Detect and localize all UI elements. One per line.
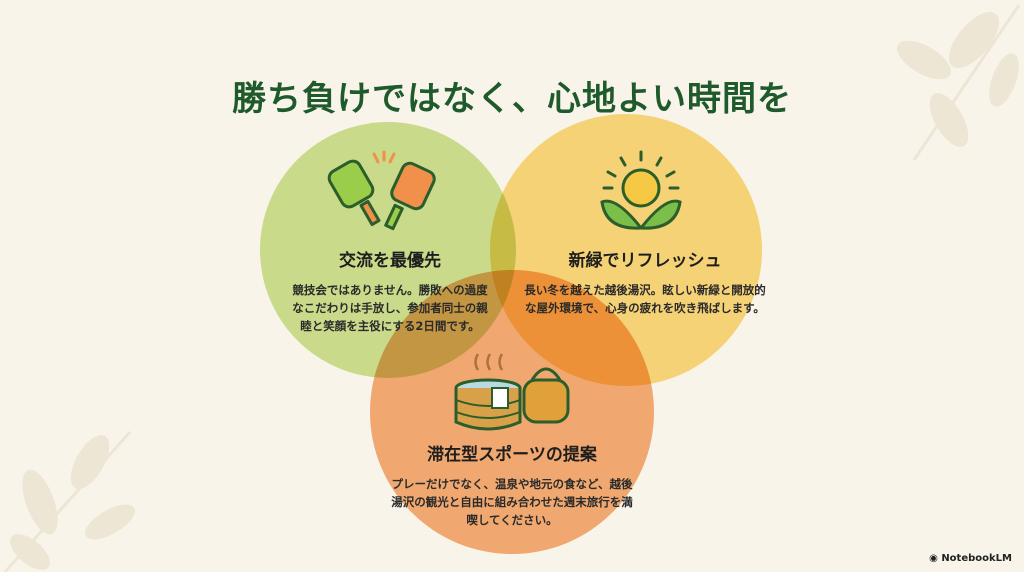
section-heading: 新緑でリフレッシュ [568,251,722,271]
page-title: 勝ち負けではなく、心地よい時間を [232,78,792,119]
sun-leaves-icon [600,150,682,230]
brand-label: NotebookLM [941,553,1012,564]
section-stay-sports: 滞在型スポーツの提案 プレーだけでなく、温泉や地元の食など、越後湯沢の観光と自由… [390,440,634,529]
paddles-icon [327,150,436,231]
section-heading: 交流を最優先 [339,251,441,271]
section-body: 競技会ではありません。勝敗への過度なこだわりは手放し、参加者同士の親睦と笑顔を主… [292,283,488,333]
section-body: 長い冬を越えた越後湯沢。眩しい新緑と開放的な屋外環境で、心身の疲れを吹き飛ばしま… [524,283,766,315]
brand-watermark: ◉ NotebookLM [929,553,1012,564]
section-refresh: 新緑でリフレッシュ 長い冬を越えた越後湯沢。眩しい新緑と開放的な屋外環境で、心身… [520,246,770,317]
section-exchange: 交流を最優先 競技会ではありません。勝敗への過度なこだわりは手放し、参加者同士の… [290,246,490,335]
leaf-decoration-icon [897,4,1021,161]
section-body: プレーだけでなく、温泉や地元の食など、越後湯沢の観光と自由に組み合わせた週末旅行… [391,477,633,527]
leaf-decoration-icon [3,431,135,572]
hot-spring-bag-icon [454,353,570,431]
notebooklm-logo-icon: ◉ [929,553,942,564]
section-heading: 滞在型スポーツの提案 [427,445,597,465]
